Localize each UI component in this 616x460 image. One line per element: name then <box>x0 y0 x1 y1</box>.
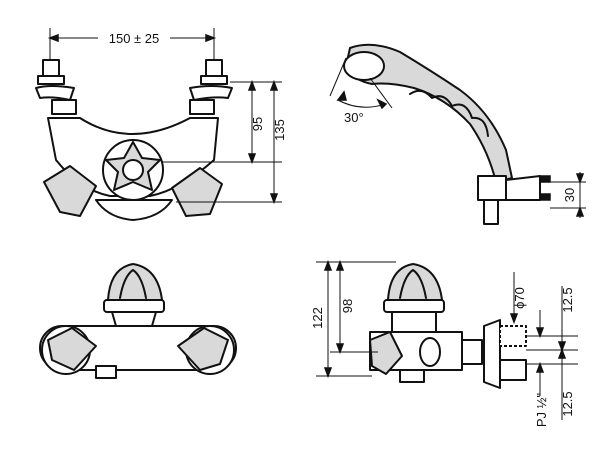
wall-holder <box>477 175 507 201</box>
label-wall-30: 30 <box>562 188 577 202</box>
label-offset-bottom: 12.5 <box>560 391 575 416</box>
dim-diameter-70: ϕ70 <box>509 272 527 325</box>
top-view <box>39 263 237 379</box>
dim-heights-front: 95 135 <box>162 79 287 205</box>
dim-heights-side: 122 98 <box>310 259 396 379</box>
label-height-95: 95 <box>250 117 265 131</box>
front-view: 150 ± 25 95 <box>35 28 287 221</box>
label-center-distance: 150 ± 25 <box>109 31 160 46</box>
knob-top <box>107 263 163 301</box>
right-inlet <box>205 59 223 77</box>
label-thread: PJ ½" <box>534 393 549 428</box>
hand-shower-view: 30° 30 <box>329 43 586 225</box>
right-handle <box>171 167 223 217</box>
side-view: 122 98 ϕ70 12.5 12.5 PJ ½" <box>310 259 578 427</box>
left-inlet <box>42 59 60 77</box>
label-height-98: 98 <box>340 299 355 313</box>
shower-head <box>343 51 385 81</box>
label-diameter-70: ϕ70 <box>512 287 527 309</box>
label-height-122: 122 <box>310 307 325 329</box>
label-height-135: 135 <box>272 119 287 141</box>
wall-flange <box>483 319 501 389</box>
dim-wall-30: 30 <box>550 172 586 218</box>
label-angle-30: 30° <box>344 110 364 125</box>
knob-side <box>387 263 443 301</box>
label-offset-top: 12.5 <box>560 287 575 312</box>
dim-offsets: 12.5 12.5 PJ ½" <box>526 286 578 427</box>
shower-handle <box>345 43 513 183</box>
dim-angle-30: 30° <box>329 57 393 125</box>
left-handle <box>43 165 97 217</box>
dim-center-distance: 150 ± 25 <box>47 28 217 60</box>
